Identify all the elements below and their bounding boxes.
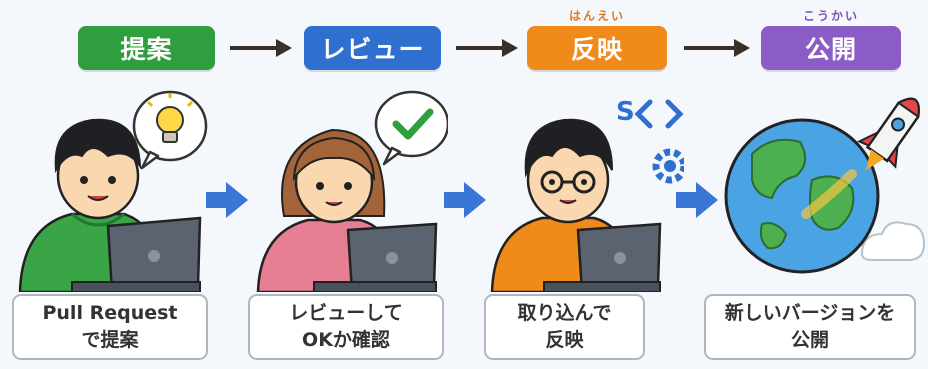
caption-proposal: Pull Request で提案 xyxy=(12,294,208,360)
svg-text:S: S xyxy=(616,97,635,127)
flow-arrow-3 xyxy=(676,182,718,218)
checkmark-icon xyxy=(374,90,448,166)
scene-review xyxy=(256,90,448,292)
step-badge-review: レビュー xyxy=(304,26,441,70)
code-icon: S xyxy=(616,97,684,129)
caption-release: 新しいバージョンを 公開 xyxy=(704,294,916,360)
caption-line: OKか確認 xyxy=(302,329,390,351)
caption-line: 取り込んで xyxy=(517,302,612,324)
scene-merge: S xyxy=(490,97,684,292)
caption-line: Pull Request xyxy=(42,302,178,324)
globe-icon xyxy=(724,118,880,274)
scene-release xyxy=(724,97,926,274)
ruby-koukai: こうかい xyxy=(802,9,859,23)
top-arrow-2 xyxy=(456,39,518,57)
caption-review: レビューして OKか確認 xyxy=(248,294,444,360)
rocket-icon xyxy=(801,97,920,219)
step-badge-proposal: 提案 xyxy=(78,26,215,70)
caption-line: 公開 xyxy=(790,329,829,351)
top-arrow-1 xyxy=(230,39,292,57)
lightbulb-icon xyxy=(132,90,208,170)
gear-icon xyxy=(652,148,684,184)
caption-merge: 取り込んで 反映 xyxy=(484,294,645,360)
caption-line: 新しいバージョンを xyxy=(724,302,896,324)
top-arrow-3 xyxy=(684,39,750,57)
ruby-hanei: はんえい xyxy=(568,9,625,23)
scene-proposal xyxy=(18,90,208,292)
flow-arrow-1 xyxy=(206,182,248,218)
flow-arrow-2 xyxy=(444,182,486,218)
caption-line: で提案 xyxy=(81,329,139,351)
step-badge-merge: 反映 xyxy=(527,26,667,70)
step-badge-release: 公開 xyxy=(761,26,901,70)
caption-line: 反映 xyxy=(545,329,584,351)
caption-line: レビューして xyxy=(289,302,403,324)
